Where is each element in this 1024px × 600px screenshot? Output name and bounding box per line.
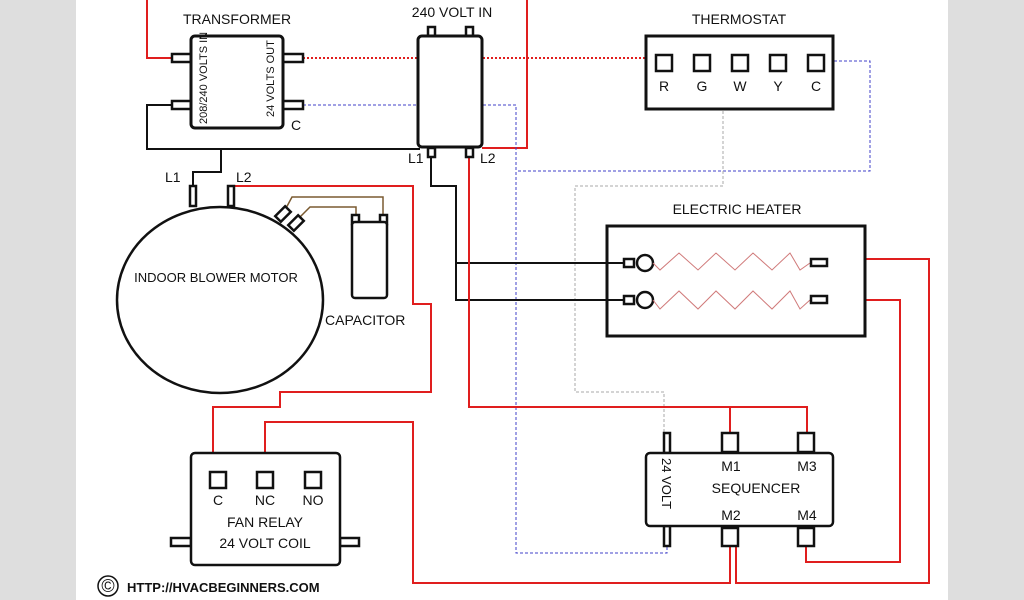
capacitor: CAPACITOR (325, 213, 405, 328)
fan-relay-terminal-no: NO (303, 470, 324, 508)
sequencer-m3: M3 (797, 458, 817, 474)
wire-motor-l2-fan-c (212, 185, 432, 472)
copyright-icon (97, 575, 119, 597)
fan-relay-terminal-nc: NC (255, 470, 275, 508)
transformer-common-label: C (291, 117, 301, 133)
indoor-blower-motor: L1 L2 INDOOR BLOWER MOTOR (115, 169, 325, 395)
sequencer-m4: M4 (797, 507, 817, 523)
transformer-output-label: 24 VOLTS OUT (265, 40, 277, 117)
sequencer-coil-label: 24 VOLT (659, 458, 674, 509)
left-margin (0, 0, 76, 600)
thermostat-terminal-w: W (730, 53, 750, 94)
terminal-label: C (213, 492, 223, 508)
wire-240-l2-feed (482, 0, 528, 149)
thermostat-terminal-g: G (692, 53, 712, 94)
wire-l1-heaters (430, 158, 624, 301)
thermostat-terminal-c: C (806, 53, 826, 94)
thermostat-terminal-y: Y (768, 53, 788, 94)
terminal-label: R (659, 78, 669, 94)
thermostat-title: THERMOSTAT (692, 11, 787, 27)
fan-relay-terminal-c: C (208, 470, 228, 508)
fan-relay-subtitle: 24 VOLT COIL (219, 535, 311, 551)
power-in-l2: L2 (480, 150, 496, 166)
motor-title: INDOOR BLOWER MOTOR (134, 270, 298, 285)
wire-capacitor-1 (284, 196, 384, 215)
heater-title: ELECTRIC HEATER (673, 201, 802, 217)
power-in-block: 240 VOLT IN L1 L2 (408, 4, 496, 166)
wire-thermostat-w (574, 61, 724, 433)
terminal-label: G (697, 78, 708, 94)
terminal-label: NO (303, 492, 324, 508)
wire-m2-fan-nc (264, 421, 731, 584)
heating-element-1 (652, 252, 811, 271)
wire-transformer-line-in (146, 0, 172, 59)
heating-element-2 (652, 290, 811, 310)
capacitor-title: CAPACITOR (325, 312, 405, 328)
thermostat-terminal-r: R (654, 53, 674, 94)
power-in-title: 240 VOLT IN (412, 4, 492, 20)
terminal-label: NC (255, 492, 275, 508)
wire-heater2-m4 (805, 299, 901, 563)
electric-heater: ELECTRIC HEATER (600, 201, 867, 338)
sequencer: 24 VOLT M1 M3 SEQUENCER M2 M4 (644, 431, 835, 548)
wire-heater1-m2 (735, 258, 930, 584)
right-margin (948, 0, 1024, 600)
wire-thermostat-c (516, 60, 871, 172)
fan-relay-title: FAN RELAY (227, 514, 304, 530)
motor-l1: L1 (165, 169, 181, 185)
sequencer-title: SEQUENCER (712, 480, 801, 496)
fan-relay: C NC NO FAN RELAY 24 VOLT COIL (169, 451, 361, 567)
thermostat: THERMOSTAT R G W Y C (644, 11, 835, 111)
sequencer-m1: M1 (721, 458, 741, 474)
transformer: TRANSFORMER 208/240 VOLTS IN 24 VOLTS OU… (170, 11, 305, 133)
power-in-l1: L1 (408, 150, 424, 166)
wire-transformer-neutral (146, 104, 420, 150)
transformer-input-label: 208/240 VOLTS IN (198, 32, 210, 124)
motor-l2: L2 (236, 169, 252, 185)
terminal-label: Y (773, 78, 783, 94)
wire-l2-sequencer (468, 158, 808, 433)
copyright-footer: © HTTP://HVACBEGINNERS.COM (97, 575, 320, 597)
transformer-title: TRANSFORMER (183, 11, 291, 27)
wire-motor-l1 (192, 149, 222, 186)
terminal-label: C (811, 78, 821, 94)
footer-url: HTTP://HVACBEGINNERS.COM (127, 580, 320, 595)
copyright-symbol: © (101, 576, 114, 596)
sequencer-m2: M2 (721, 507, 741, 523)
terminal-label: W (733, 78, 747, 94)
wire-capacitor-2 (296, 206, 357, 221)
